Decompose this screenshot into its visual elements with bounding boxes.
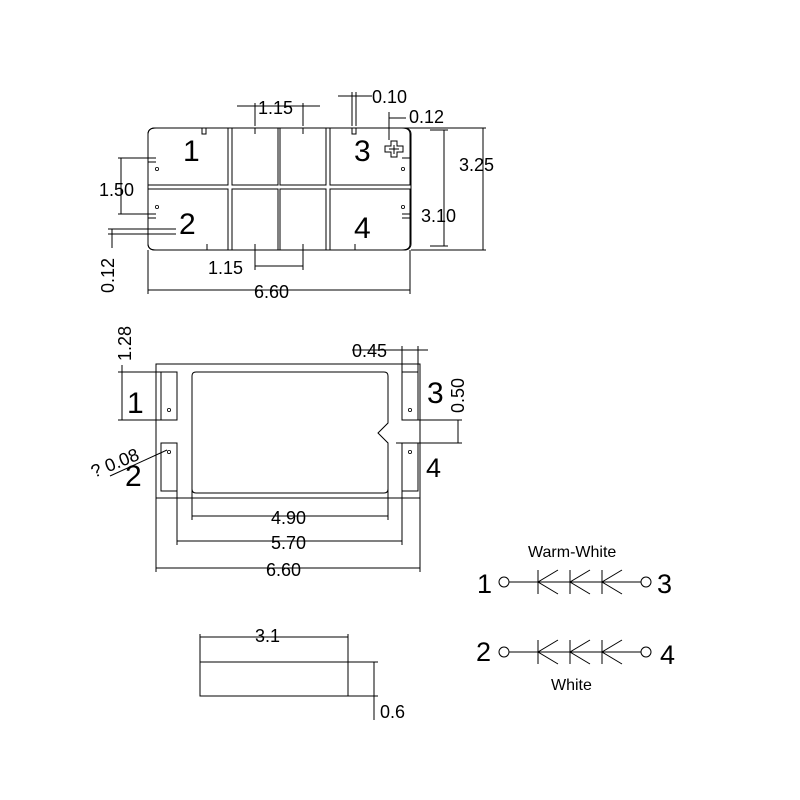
top-dot bbox=[400, 204, 405, 209]
dim-top-inner-height: 3.10 bbox=[421, 206, 456, 226]
bottom-dot bbox=[166, 407, 171, 412]
terminal-icon bbox=[498, 576, 510, 588]
bottom-dot bbox=[407, 449, 412, 454]
polarity-mark bbox=[384, 140, 404, 158]
bottom-pin-2-label: 2 bbox=[125, 460, 142, 493]
dim-top-pad-pitch: 1.50 bbox=[99, 180, 134, 200]
top-dot bbox=[154, 204, 159, 209]
dim-top-bottom-gap: 1.15 bbox=[208, 258, 243, 278]
side-body-outline bbox=[199, 661, 349, 697]
bottom-body-outline bbox=[155, 363, 421, 499]
schematic-pin-1-label: 1 bbox=[477, 569, 492, 599]
top-cell-upper-2 bbox=[231, 127, 279, 186]
top-view: 1 2 3 4 1.15 0.10 0.12 3.25 3.10 1.50 bbox=[98, 87, 494, 302]
diode-icon bbox=[601, 639, 623, 665]
diode-icon bbox=[601, 569, 623, 595]
top-pin-1-label: 1 bbox=[183, 135, 200, 168]
top-dot bbox=[400, 166, 405, 171]
top-pad-4 bbox=[329, 188, 411, 251]
schematic-warm-white-label: Warm-White bbox=[528, 544, 616, 561]
diode-icon bbox=[569, 569, 591, 595]
top-cell-upper-3 bbox=[279, 127, 327, 186]
circuit-schematic: Warm-White 1 3 2 4 bbox=[476, 544, 675, 694]
diode-icon bbox=[537, 639, 559, 665]
bottom-dot bbox=[166, 449, 171, 454]
dim-top-slot-width: 0.10 bbox=[372, 87, 407, 107]
side-view: 3.1 0.6 bbox=[199, 626, 405, 722]
bottom-pin-3-label: 3 bbox=[427, 377, 444, 410]
dim-bottom-total-width: 6.60 bbox=[266, 560, 301, 580]
terminal-icon bbox=[640, 576, 652, 588]
dim-top-slot-offset: 0.12 bbox=[409, 107, 444, 127]
schematic-pin-2-label: 2 bbox=[476, 637, 491, 667]
top-cell-lower-3 bbox=[279, 188, 327, 251]
top-pin-3-label: 3 bbox=[354, 135, 371, 168]
top-pad-1 bbox=[147, 127, 229, 186]
dim-top-edge-gap: 0.12 bbox=[98, 258, 118, 293]
dim-side-width: 3.1 bbox=[255, 626, 280, 646]
dim-bottom-pad-width: 0.45 bbox=[352, 341, 387, 361]
top-dot bbox=[154, 166, 159, 171]
terminal-icon bbox=[640, 646, 652, 658]
dim-bottom-mid-width: 5.70 bbox=[271, 533, 306, 553]
bottom-thermal-pad bbox=[191, 371, 389, 494]
schematic-pin-3-label: 3 bbox=[657, 569, 672, 599]
dim-top-pad-gap: 1.15 bbox=[258, 98, 293, 118]
diode-icon bbox=[537, 569, 559, 595]
dim-bottom-pad-gap: 0.50 bbox=[448, 378, 468, 413]
top-pad-3 bbox=[329, 127, 411, 186]
top-cell-lower-2 bbox=[231, 188, 279, 251]
dim-top-total-height: 3.25 bbox=[459, 155, 494, 175]
bottom-pad-3 bbox=[401, 371, 419, 421]
bottom-pin-1-label: 1 bbox=[127, 387, 144, 420]
bottom-pad-1 bbox=[160, 371, 178, 421]
bottom-dot bbox=[407, 407, 412, 412]
bottom-view: 1 2 3 4 1.28 0.45 0.50 ? 0.08 4.90 5.70 bbox=[88, 326, 468, 580]
dim-bottom-pad-height: 1.28 bbox=[115, 326, 135, 361]
dim-bottom-inner-width: 4.90 bbox=[271, 508, 306, 528]
top-pin-4-label: 4 bbox=[354, 212, 371, 245]
schematic-pin-4-label: 4 bbox=[660, 640, 675, 670]
bottom-pad-2 bbox=[160, 442, 178, 492]
schematic-white-label: White bbox=[551, 677, 592, 694]
dim-top-total-width: 6.60 bbox=[254, 282, 289, 302]
dim-side-height: 0.6 bbox=[380, 702, 405, 722]
bottom-pin-4-label: 4 bbox=[426, 453, 441, 483]
diode-icon bbox=[569, 639, 591, 665]
terminal-icon bbox=[498, 646, 510, 658]
top-pad-2 bbox=[147, 188, 229, 251]
top-pin-2-label: 2 bbox=[179, 208, 196, 241]
